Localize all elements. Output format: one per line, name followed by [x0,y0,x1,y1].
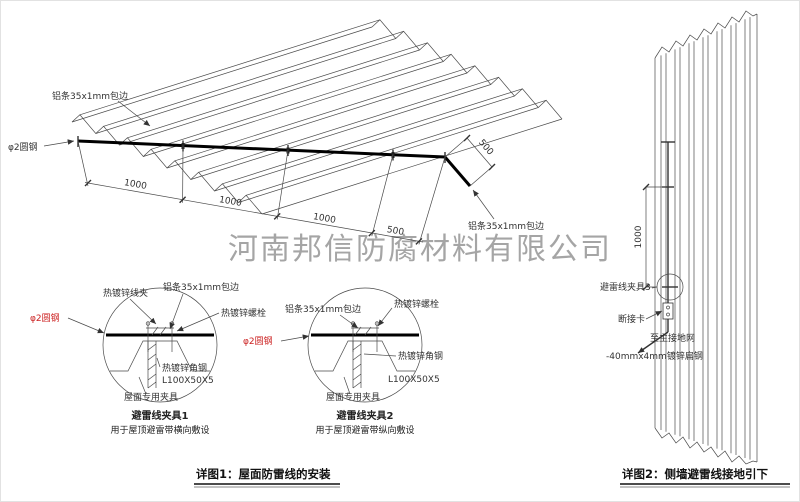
label-round-steel: φ2圆钢 [8,141,38,153]
detail-2-angle-steel [352,341,362,389]
detail-2-title: 避雷线夹具2 [336,409,394,422]
leader-d2-alu-edge [339,314,359,329]
label-d1-roof-fixture: 屋面专用夹具 [124,391,178,403]
dim-500-bottom: 500 [386,225,405,238]
detail-1-circle [102,287,218,403]
dim-line-bottom [84,182,424,243]
dim-ticks-bottom [84,179,423,245]
label-flat-steel: -40mmx4mm镀锌扁钢 [606,350,703,362]
wall-dim-ticks [642,183,650,291]
leader-d2-angle [363,353,397,357]
label-d1-bolt: 热镀锌螺栓 [221,307,266,319]
label-clamp3: 避雷线夹具3 [600,281,651,293]
detail-circle-1: 热镀锌线夹 铝条35x1mm包边 热镀锌螺栓 φ2圆钢 热镀锌角钢 L100X5… [30,281,266,436]
watermark-text: 河南邦信防腐材料有限公司 [228,232,612,267]
leader-d1-round-steel [67,317,105,334]
label-d1-alu-edge: 铝条35x1mm包边 [163,281,239,293]
wall-top-profile [654,10,758,59]
detail-1-title: 避雷线夹具1 [131,409,189,422]
label-d2-alu-edge: 铝条35x1mm包边 [285,303,361,315]
label-d2-bolt: 热镀锌螺栓 [394,298,439,310]
leader-clamp3 [651,286,658,289]
label-d1-round-steel: φ2圆钢 [30,312,60,324]
roof-isometric: 1000 1000 1000 500 500 铝条35x1mm包边 φ2圆钢 铝… [8,19,563,245]
leader-d1-angle [156,357,161,368]
dim-extension-lines [77,140,446,245]
wall-rib-lines [660,17,751,460]
caption-1-text: 详图1：屋面防雷线的安装 [196,467,331,481]
detail-2-circle [307,287,423,403]
disconnect-bolt-bottom [666,312,670,317]
label-alu-edge-top: 铝条35x1mm包边 [52,90,128,102]
wall-bottom-profile [654,427,758,465]
detail-1-rib-profile [110,340,210,372]
label-to-ground: 至主接地网 [650,332,695,344]
watermark: 河南邦信防腐材料有限公司 [228,232,612,267]
disconnect-link-box [662,302,674,320]
detail-circle-2: 铝条35x1mm包边 热镀锌螺栓 φ2圆钢 热镀锌角钢 L100X50X5 屋面… [243,287,443,436]
label-d2-roof-fixture: 屋面专用夹具 [326,391,380,403]
wall-elevation: 1000 避雷线夹具3 断接卡 至主接地网 -40mmx4mm镀锌扁钢 [600,10,758,465]
wall-dim-line [645,186,666,288]
label-d1-angle: 热镀锌角钢 [162,362,207,374]
leader-d1-roof-fixture [138,376,147,395]
dim-line-side [466,137,493,168]
leader-alu-edge-right [472,189,495,220]
caption-1: 详图1：屋面防雷线的安装 [194,467,340,488]
leader-d2-bolt [377,307,393,327]
to-ground-arrow [637,331,669,354]
leader-d1-wire-clip [129,298,157,325]
leader-d2-roof-fixture [343,376,351,395]
dim-1000-a: 1000 [123,178,148,192]
wall-dim-1000: 1000 [634,225,644,248]
leader-round-steel [43,139,75,147]
caption-2: 详图2：侧墙避雷线接地引下 [620,467,790,488]
leader-disconnect [645,310,663,320]
dim-1000-b: 1000 [218,195,243,209]
label-d2-angle: 热镀锌角钢 [398,350,443,362]
detail-1-subtitle: 用于屋顶避雷带横向敷设 [110,424,209,436]
detail-1-clamp [146,322,174,352]
leader-d2-round-steel [280,334,310,342]
leader-d1-alu-edge [169,293,184,330]
label-d1-wire-clip: 热镀锌线夹 [103,287,148,299]
detail-1-angle-steel [147,341,157,389]
wall-edges [654,14,758,462]
detail-2-clamp [351,322,379,352]
detail-2-rib-profile [315,340,415,372]
leader-alu-edge-top [117,100,151,127]
label-d1-angle-size: L100X50X5 [162,376,214,386]
label-d2-angle-size: L100X50X5 [388,375,440,385]
leader-d1-bolt [176,312,220,332]
label-disconnect: 断接卡 [618,313,645,325]
label-alu-edge-right: 铝条35x1mm包边 [468,220,544,232]
dim-ticks-side [463,134,496,171]
disconnect-bolt-top [666,305,670,310]
detail-2-subtitle: 用于屋顶避雷带纵向敷设 [315,424,414,436]
dim-1000-c: 1000 [312,212,337,226]
caption-2-text: 详图2：侧墙避雷线接地引下 [622,467,769,481]
label-d2-round-steel: φ2圆钢 [243,335,273,347]
